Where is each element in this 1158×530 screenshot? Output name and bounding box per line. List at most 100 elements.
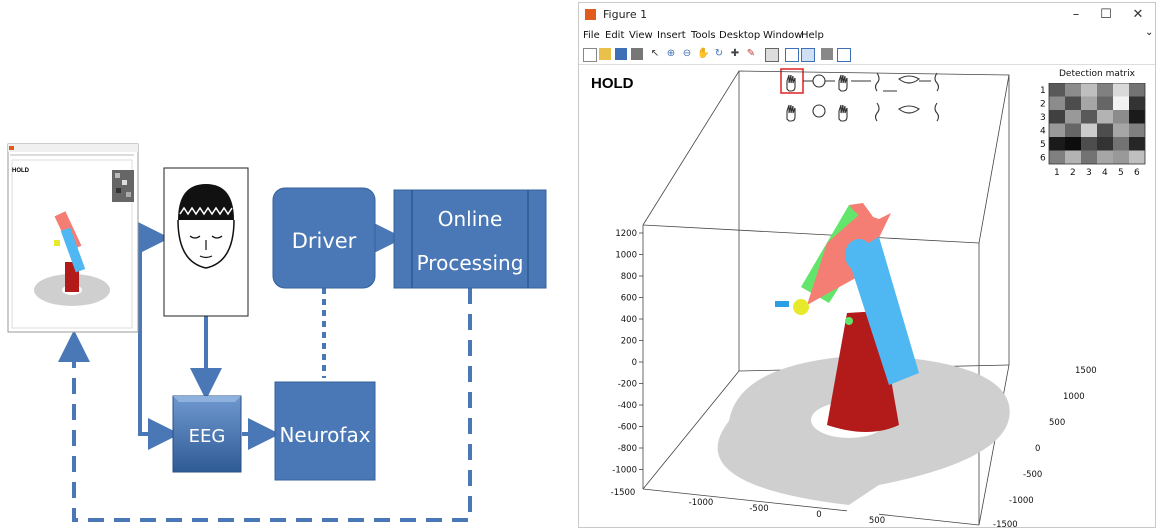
matrix-cell (1065, 123, 1081, 137)
neurofax-label: Neurofax (279, 423, 370, 447)
connectors (58, 222, 472, 522)
menu-view[interactable]: View (629, 30, 653, 41)
matrix-cell (1081, 137, 1097, 151)
matrix-col-label: 3 (1086, 168, 1092, 178)
z-tick-label: 200 (621, 337, 637, 347)
z-tick-label: 800 (621, 272, 637, 282)
eeg-cap-head-illustration (163, 167, 249, 317)
y-tick-label: 0 (1035, 444, 1040, 454)
zoom-in-icon[interactable]: ⊕ (666, 48, 676, 59)
matrix-cells (1048, 83, 1146, 165)
menu-desktop[interactable]: Desktop (719, 30, 761, 41)
minimize-button[interactable]: – (1072, 7, 1080, 22)
y-tick-label: 500 (1049, 418, 1065, 428)
matrix-cell (1113, 123, 1129, 137)
matrix-cell (1065, 83, 1081, 97)
pan-icon[interactable]: ✋ (697, 48, 710, 59)
matrix-cell (1065, 96, 1081, 110)
matrix-cell (1113, 110, 1129, 124)
close-button[interactable]: ✕ (1132, 7, 1144, 22)
title-bar: Figure 1 – ☐ ✕ (579, 3, 1155, 27)
neurofax-node: Neurofax (274, 381, 376, 481)
matrix-cell (1081, 96, 1097, 110)
matrix-col-label: 4 (1102, 168, 1108, 178)
matrix-cell (1081, 110, 1097, 124)
gesture-icons (780, 68, 940, 122)
matrix-row-label: 3 (1040, 113, 1046, 123)
edit-plot-icon[interactable]: ↖ (650, 48, 660, 59)
menu-tools[interactable]: Tools (691, 30, 716, 41)
matrix-cell (1049, 96, 1065, 110)
matrix-cell (1097, 83, 1113, 97)
matrix-cell (1065, 150, 1081, 164)
eeg-node: EEG (172, 395, 242, 473)
x-tick-label: 0 (816, 510, 821, 520)
print-icon[interactable] (631, 48, 643, 60)
state-label: HOLD (591, 75, 634, 92)
matrix-cell (1081, 150, 1097, 164)
legend-icon[interactable] (801, 48, 815, 62)
matrix-cell (1129, 110, 1145, 124)
menu-insert[interactable]: Insert (657, 30, 686, 41)
show-plot-tools-icon[interactable] (837, 48, 851, 62)
matrix-cell (1129, 83, 1145, 97)
menu-window[interactable]: Window (763, 30, 803, 41)
x-tick-label: -1500 (611, 488, 636, 498)
matrix-row-label: 1 (1040, 86, 1046, 96)
matrix-cell (1113, 96, 1129, 110)
menu-help[interactable]: Help (801, 30, 824, 41)
new-figure-icon[interactable] (583, 48, 597, 62)
robot-arm (775, 203, 919, 432)
save-icon[interactable] (615, 48, 627, 60)
menu-bar: File Edit View Insert Tools Desktop Wind… (579, 27, 1155, 45)
matrix-cell (1113, 150, 1129, 164)
matrix-cell (1129, 150, 1145, 164)
menu-file[interactable]: File (583, 30, 600, 41)
z-tick-label: -200 (618, 380, 637, 390)
x-tick-label: -1000 (689, 498, 714, 508)
maximize-button[interactable]: ☐ (1100, 7, 1112, 22)
online-label: Online (438, 207, 503, 231)
zoom-out-icon[interactable]: ⊖ (682, 48, 692, 59)
matrix-cell (1113, 137, 1129, 151)
colorbar-icon[interactable] (785, 48, 799, 62)
matrix-cell (1049, 150, 1065, 164)
z-tick-label: 600 (621, 294, 637, 304)
left-hand-icon (786, 74, 796, 92)
menu-edit[interactable]: Edit (605, 30, 625, 41)
thumbnail-state-label: HOLD (12, 168, 30, 174)
matrix-cell (1097, 96, 1113, 110)
open-file-icon[interactable] (599, 48, 611, 60)
matrix-cell (1065, 137, 1081, 151)
matrix-col-label: 1 (1054, 168, 1060, 178)
matrix-cell (1129, 123, 1145, 137)
processing-label: Processing (417, 251, 524, 275)
data-cursor-icon[interactable]: ✚ (730, 48, 740, 59)
link-plot-icon[interactable] (765, 48, 779, 62)
window-title: Figure 1 (603, 8, 648, 21)
matrix-cell (1081, 123, 1097, 137)
matrix-cell (1097, 123, 1113, 137)
matrix-row-label: 6 (1040, 154, 1046, 164)
driver-node: Driver (272, 187, 376, 289)
z-axis-ticks: 120010008006004002000-200-400-600-800-10… (612, 229, 643, 476)
x-tick-label: -500 (749, 504, 768, 514)
eeg-label: EEG (189, 426, 226, 447)
matrix-cell (1049, 123, 1065, 137)
expand-toolbar-icon[interactable]: ⌄ (1145, 27, 1154, 38)
hide-plot-tools-icon[interactable] (821, 48, 833, 60)
z-tick-label: 0 (632, 358, 637, 368)
matrix-cell (1097, 110, 1113, 124)
matrix-cell (1113, 83, 1129, 97)
matrix-cell (1049, 137, 1065, 151)
rotate-3d-icon[interactable]: ↻ (714, 48, 724, 59)
y-tick-label: -1500 (993, 520, 1018, 527)
matrix-row-label: 2 (1040, 100, 1046, 110)
figure-window: Figure 1 – ☐ ✕ File Edit View Insert Too… (578, 2, 1156, 528)
matrix-cell (1097, 137, 1113, 151)
brush-icon[interactable]: ✎ (746, 48, 756, 59)
y-tick-label: 1500 (1075, 366, 1097, 376)
matrix-col-label: 6 (1134, 168, 1140, 178)
tongue-icon (898, 75, 920, 84)
